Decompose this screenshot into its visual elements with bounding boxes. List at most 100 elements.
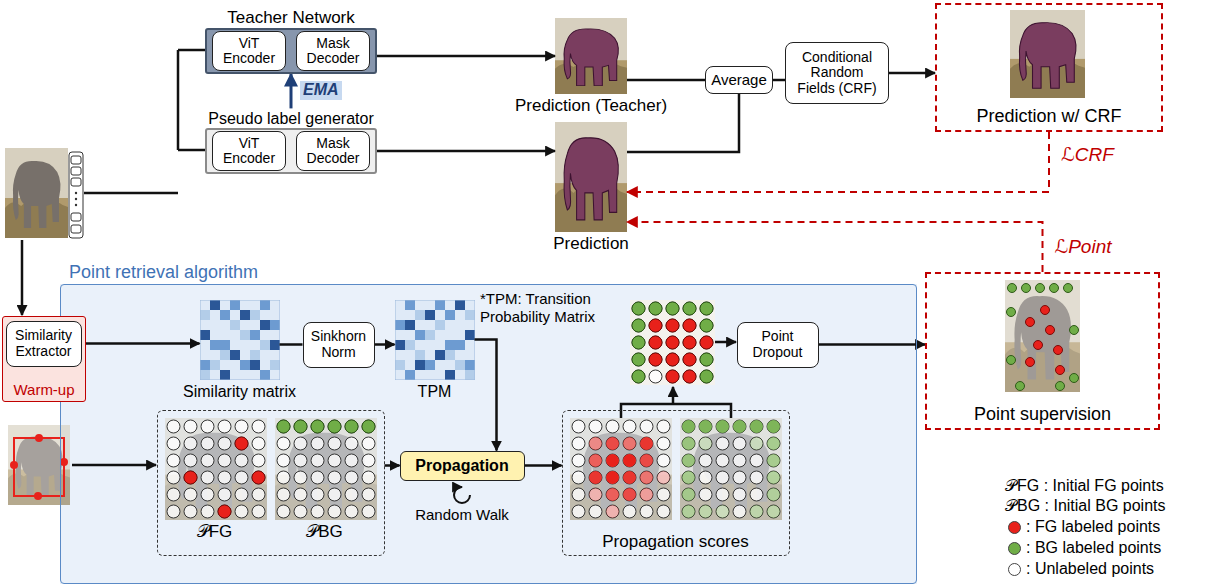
merged-point-grid — [630, 300, 715, 385]
supervision-image — [1034, 341, 1043, 350]
merged-point-grid — [649, 319, 662, 332]
input-wires — [621, 404, 731, 418]
propagation-score-grids — [767, 505, 780, 518]
propagation-score-grids — [589, 437, 670, 518]
similarity-matrix — [200, 300, 280, 380]
input-wires — [672, 387, 675, 404]
propagation-score-grids — [589, 454, 602, 467]
box-prompt-image — [34, 492, 42, 500]
propagation-score-grids — [606, 437, 619, 450]
propagation-score-grids — [767, 454, 780, 467]
output-frame: Prediction w/ CRF — [935, 3, 1163, 132]
legend-swatch — [1008, 542, 1021, 555]
connector — [377, 55, 555, 58]
process-box: Propagation — [400, 451, 525, 481]
initial-point-grids — [218, 505, 231, 518]
propagation-score-grids — [623, 454, 636, 467]
network-box: Pseudo label generatorViT EncoderMask De… — [205, 128, 377, 174]
matrix-image: TPM — [395, 300, 475, 380]
initial-point-grids — [165, 418, 267, 520]
legend-label: : BG labeled points — [1026, 539, 1161, 557]
input-image — [75, 192, 77, 194]
propagation-score-grids — [640, 454, 653, 467]
merged-point-grid — [700, 336, 713, 349]
node-label: Similarity Extractor — [11, 328, 77, 359]
node-label: Warm-up — [13, 382, 74, 399]
propagation-score-grids — [716, 420, 729, 433]
merged-point-grid — [632, 370, 645, 383]
grid-group: 𝒫FG𝒫BG — [157, 410, 385, 556]
node-label: Similarity matrix — [183, 383, 296, 401]
propagation-score-grids — [716, 505, 729, 518]
merged-point-grid — [632, 353, 645, 366]
input-image — [75, 204, 77, 206]
connector — [377, 150, 555, 153]
prediction-images — [564, 138, 618, 220]
propagation-score-grids — [657, 471, 670, 484]
initial-point-grids — [345, 420, 358, 433]
similarity-matrix — [200, 300, 280, 380]
node-label: Mask Decoder — [301, 36, 365, 67]
supervision-image — [1022, 284, 1031, 293]
merged-point-grid — [700, 319, 713, 332]
box-prompt-image — [35, 434, 43, 442]
node-label: ViT Encoder — [217, 136, 281, 167]
random-walk-arrow — [454, 487, 470, 503]
propagation-score-grids — [606, 488, 619, 501]
prediction-images — [1010, 10, 1085, 98]
merged-point-grid — [683, 336, 696, 349]
legend-row: : Unlabeled points — [1008, 560, 1154, 578]
initial-point-grids — [328, 420, 341, 433]
supervision-image — [1026, 306, 1065, 375]
note: *TPM: Transition Probability Matrix — [480, 290, 626, 326]
merged-point-grid — [630, 300, 715, 385]
propagation-score-grids — [682, 420, 780, 518]
connector — [627, 222, 1043, 272]
propagation-score-grids — [570, 418, 782, 520]
supervision-image — [1005, 280, 1080, 392]
node-label: Prediction (Teacher) — [515, 97, 667, 116]
process-box: Sinkhorn Norm — [303, 322, 375, 368]
network-box: Teacher NetworkViT EncoderMask Decoder — [205, 28, 377, 74]
input-wires — [21, 240, 24, 315]
module-box: ViT Encoder — [212, 131, 286, 171]
propagation-score-grids — [699, 437, 712, 450]
key-note: 𝒫BG : Initial BG points — [1005, 496, 1166, 515]
connector — [375, 343, 395, 346]
transition-matrix — [395, 300, 475, 380]
box-prompt-image — [60, 458, 68, 466]
merged-point-grid — [700, 370, 713, 383]
node-label: Sinkhorn Norm — [308, 329, 370, 360]
merged-point-grid — [683, 370, 696, 383]
key-note: 𝒫FG : Initial FG points — [1005, 476, 1164, 495]
merged-point-grid — [632, 336, 645, 349]
grid-group: Propagation scores — [562, 410, 790, 556]
propagation-score-grids — [767, 437, 780, 450]
merged-point-grid — [632, 302, 713, 383]
merged-point-grid — [666, 302, 679, 315]
edge-label: ℒPoint — [1052, 236, 1115, 258]
connector — [525, 464, 562, 467]
input-image — [71, 156, 81, 164]
propagation-score-grids — [767, 471, 780, 484]
connector — [82, 342, 200, 345]
merged-point-grid — [666, 353, 679, 366]
connector — [627, 132, 1049, 192]
propagation-score-grids — [682, 471, 695, 484]
merged-point-grid — [700, 353, 713, 366]
supervision-image — [1056, 382, 1065, 391]
legend-label: : FG labeled points — [1026, 518, 1160, 536]
merged-point-grid — [649, 353, 662, 366]
propagation-score-grids — [623, 488, 636, 501]
propagation-score-grids — [680, 418, 782, 520]
supervision-image — [1050, 284, 1059, 293]
connector — [773, 79, 785, 82]
input-wires — [22, 50, 736, 465]
prediction-images — [555, 122, 627, 232]
initial-point-grids — [275, 418, 377, 520]
node-label: Point retrieval algorithm — [69, 263, 258, 283]
node-label: Propagation — [415, 457, 508, 475]
algorithm-panel: Point retrieval algorithmSimilarity matr… — [60, 284, 917, 584]
propagation-score-grids — [767, 488, 780, 501]
